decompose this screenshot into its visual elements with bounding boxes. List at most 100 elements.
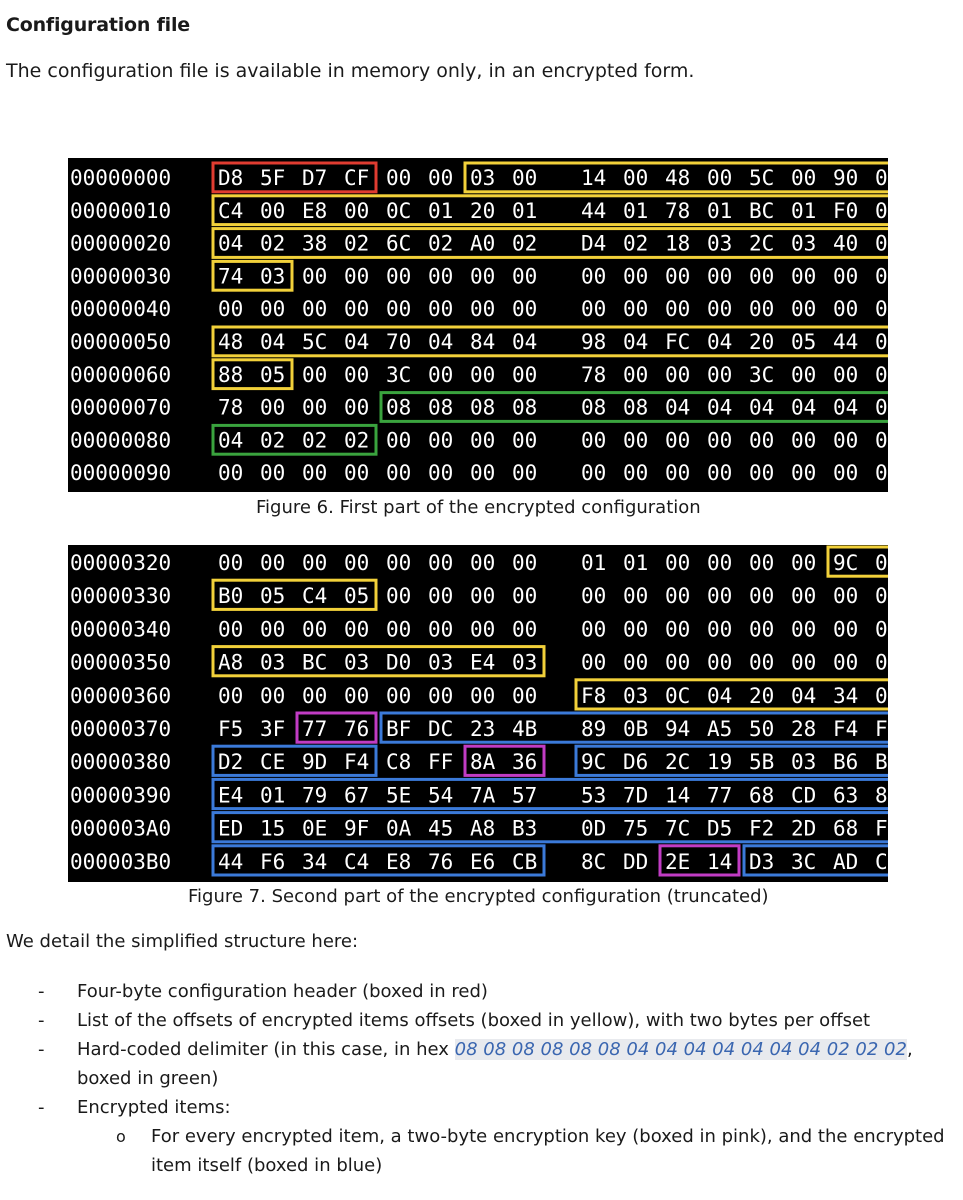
hex-byte: F0	[833, 199, 858, 223]
hex-byte: 00	[512, 297, 537, 321]
hex-byte: 00	[512, 584, 537, 608]
hex-byte: 00	[428, 264, 453, 288]
hex-byte: 05	[344, 584, 369, 608]
hex-byte: 00	[749, 428, 774, 452]
hex-byte: 03	[875, 232, 888, 256]
hex-byte: C4	[218, 199, 243, 223]
figure-7-caption: Figure 7. Second part of the encrypted c…	[188, 886, 769, 907]
hex-byte: 04	[707, 684, 732, 708]
hex-byte: F5	[218, 717, 243, 741]
hex-byte: 00	[623, 264, 648, 288]
hex-byte: 00	[791, 297, 816, 321]
hex-byte: 5F	[260, 166, 285, 190]
hex-byte: 04	[428, 330, 453, 354]
hex-byte: 00	[470, 617, 495, 641]
hex-byte: 04	[218, 232, 243, 256]
list-bullet: -	[38, 981, 45, 1002]
hex-byte: 00	[623, 617, 648, 641]
pink-highlight-box	[463, 744, 546, 777]
hex-byte: 8C	[581, 850, 606, 874]
hex-byte: 05	[260, 363, 285, 387]
hex-byte: 00	[218, 617, 243, 641]
yellow-highlight-box	[211, 227, 888, 259]
hex-byte: F6	[260, 850, 285, 874]
list-bullet: -	[38, 1039, 45, 1060]
hex-byte: 90	[833, 166, 858, 190]
hex-byte: D6	[623, 750, 648, 774]
yellow-highlight-box	[211, 259, 294, 292]
hex-byte: 00	[875, 428, 888, 452]
hex-byte: 50	[749, 717, 774, 741]
yellow-highlight-box	[211, 578, 378, 611]
hex-byte: 0E	[302, 817, 327, 841]
hex-byte: 00	[791, 617, 816, 641]
hex-byte: 57	[512, 783, 537, 807]
hex-byte: 00	[470, 363, 495, 387]
hex-byte: 3F	[260, 717, 285, 741]
hex-byte: 03	[791, 750, 816, 774]
hex-byte: 08	[470, 396, 495, 420]
hex-byte: 15	[260, 817, 285, 841]
hex-byte: 04	[707, 330, 732, 354]
hex-byte: 00	[581, 651, 606, 675]
hex-byte: AD	[833, 850, 858, 874]
blue-highlight-box	[211, 844, 546, 877]
hex-dump-svg-7: 0000032000000000000000000101000000009C05…	[70, 545, 888, 877]
hex-byte: 00	[470, 297, 495, 321]
hex-byte: 00	[218, 297, 243, 321]
hex-byte: 00	[344, 297, 369, 321]
hex-byte: 00	[344, 396, 369, 420]
hex-byte: 00	[791, 551, 816, 575]
hex-byte: 00	[512, 617, 537, 641]
hex-byte: 00	[875, 297, 888, 321]
hex-byte: 00	[623, 651, 648, 675]
list-bullet: -	[38, 1097, 45, 1118]
hex-byte: 00	[875, 617, 888, 641]
hex-byte: 48	[218, 330, 243, 354]
hex-byte: 79	[302, 783, 327, 807]
hex-byte: B0	[218, 584, 243, 608]
hex-byte: 34	[833, 684, 858, 708]
hex-byte: 00	[707, 584, 732, 608]
green-highlight-box	[379, 391, 888, 423]
hex-address: 00000090	[70, 461, 171, 485]
hex-byte: 03	[623, 684, 648, 708]
hex-byte: 00	[386, 584, 411, 608]
hex-byte: C4	[302, 584, 327, 608]
hex-byte: 03	[344, 651, 369, 675]
hex-byte: 68	[749, 783, 774, 807]
hex-address: 00000080	[70, 428, 171, 452]
figure-6-caption: Figure 6. First part of the encrypted co…	[256, 497, 701, 518]
hex-byte: F4	[833, 717, 858, 741]
hex-byte: 05	[260, 584, 285, 608]
hex-byte: 00	[218, 684, 243, 708]
hex-address: 00000360	[70, 684, 171, 708]
hex-byte: 00	[428, 297, 453, 321]
hex-byte: 01	[707, 199, 732, 223]
hex-byte: 19	[707, 750, 732, 774]
hex-byte: 05	[875, 330, 888, 354]
hex-byte: 9F	[344, 817, 369, 841]
hex-byte: 00	[512, 684, 537, 708]
hex-byte: 08	[512, 396, 537, 420]
hex-byte: 04	[665, 396, 690, 420]
hex-byte: 00	[707, 264, 732, 288]
hex-byte: 00	[707, 461, 732, 485]
hex-byte: 00	[512, 551, 537, 575]
hex-byte: 01	[581, 551, 606, 575]
hex-byte: A0	[470, 232, 495, 256]
hex-byte: 00	[833, 428, 858, 452]
hex-byte: E4	[218, 783, 243, 807]
hex-byte: A5	[707, 717, 732, 741]
hex-byte: 03	[512, 651, 537, 675]
hex-byte: CE	[260, 750, 285, 774]
hex-byte: 00	[707, 363, 732, 387]
hex-byte: 3C	[791, 850, 816, 874]
yellow-highlight-box	[211, 358, 294, 391]
hex-byte: 01	[623, 199, 648, 223]
hex-byte: C8	[875, 850, 888, 874]
hex-byte: 00	[470, 684, 495, 708]
hex-byte: 9D	[302, 750, 327, 774]
hex-byte: 44	[218, 850, 243, 874]
